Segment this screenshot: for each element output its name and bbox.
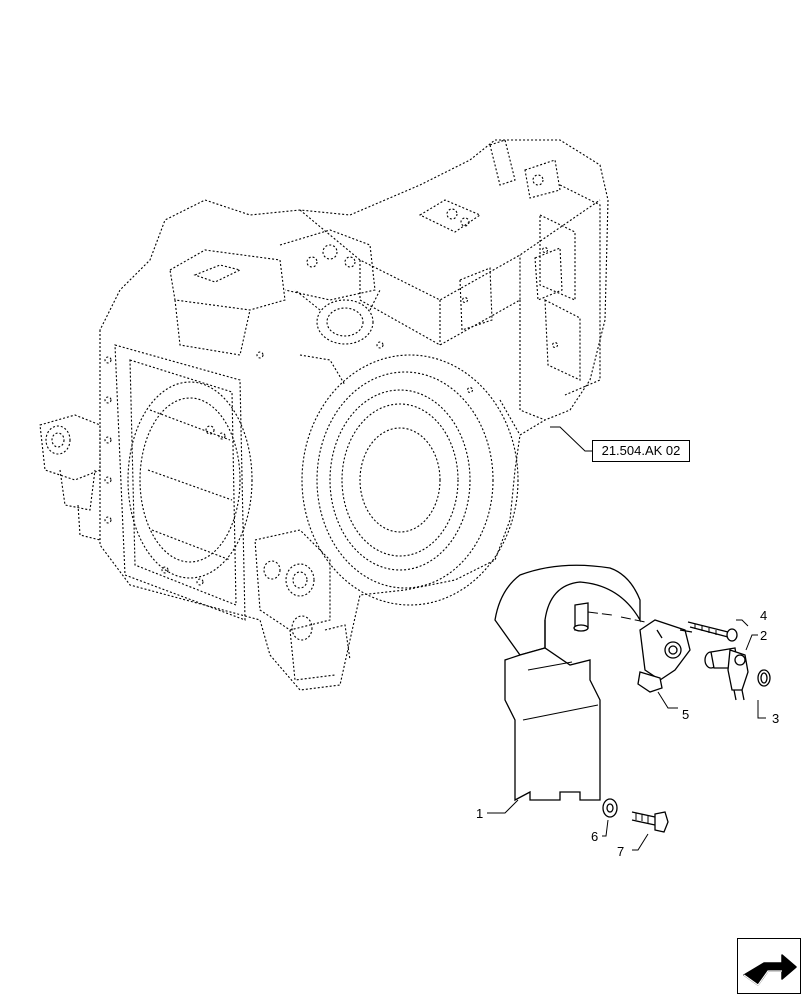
- callout-6: 6: [591, 829, 598, 844]
- reference-leader: [550, 426, 592, 452]
- callout-7: 7: [617, 844, 624, 859]
- reference-label[interactable]: 21.504.AK 02: [592, 440, 690, 462]
- part-2-lever: [704, 647, 749, 701]
- part-4-screw: [687, 621, 738, 642]
- next-page-button[interactable]: [737, 938, 801, 994]
- callout-4: 4: [760, 608, 767, 623]
- transmission-housing: [39, 139, 609, 691]
- callout-2: 2: [760, 628, 767, 643]
- next-page-arrow-icon: [743, 954, 797, 986]
- callout-1: 1: [476, 806, 483, 821]
- part-3-circlip: [757, 669, 771, 687]
- callout-leaders: [487, 619, 766, 851]
- callout-3: 3: [772, 711, 779, 726]
- part-7-bolt: [631, 811, 669, 833]
- part-5-sensor-bracket: [637, 619, 693, 693]
- callout-5: 5: [682, 707, 689, 722]
- part-6-washer: [602, 798, 618, 818]
